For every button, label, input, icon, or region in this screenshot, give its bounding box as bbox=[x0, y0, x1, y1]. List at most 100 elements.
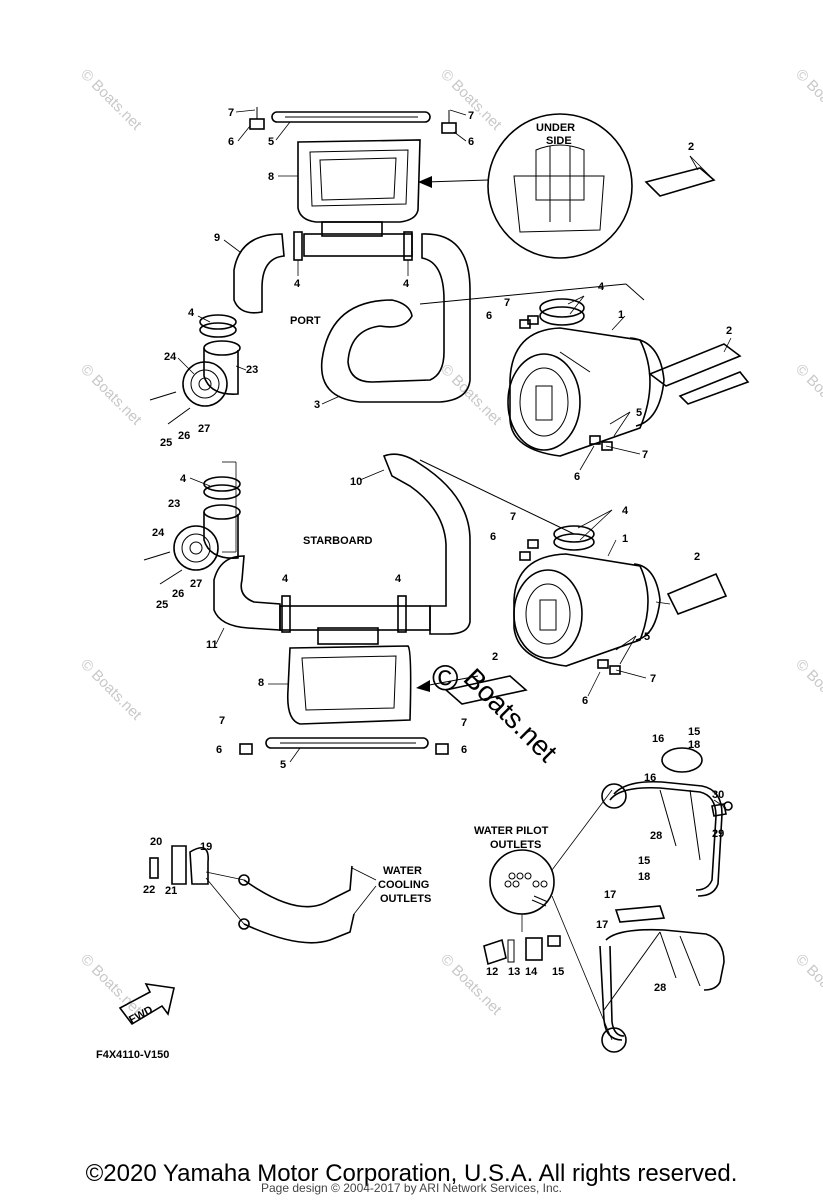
callout: 22 bbox=[143, 884, 155, 896]
air-box-stbd bbox=[279, 605, 431, 725]
callout: 7 bbox=[228, 107, 234, 119]
callout: 28 bbox=[650, 830, 662, 842]
clamps-airbox-stbd bbox=[281, 595, 407, 633]
callout: 5 bbox=[268, 136, 274, 148]
callout: 7 bbox=[468, 110, 474, 122]
callout: 7 bbox=[510, 511, 516, 523]
water-cooling-hoses bbox=[149, 845, 377, 944]
callout: 7 bbox=[642, 449, 648, 461]
callout: 7 bbox=[461, 717, 467, 729]
watermark: © Boats.net bbox=[792, 361, 823, 429]
air-filter-stbd bbox=[419, 459, 728, 675]
callout: 6 bbox=[461, 744, 467, 756]
callout: 5 bbox=[636, 407, 642, 419]
callout: 10 bbox=[350, 476, 362, 488]
callout: 27 bbox=[198, 423, 210, 435]
callout: 6 bbox=[228, 136, 234, 148]
hose-10-leader bbox=[419, 459, 575, 535]
callout: 14 bbox=[525, 966, 538, 978]
elbow-filter-stbd bbox=[143, 504, 241, 585]
water-pilot-label: WATER PILOT bbox=[474, 825, 549, 837]
callout: 20 bbox=[150, 836, 162, 848]
callout: 2 bbox=[688, 141, 694, 153]
callout: 2 bbox=[694, 551, 700, 563]
callout: 5 bbox=[280, 759, 286, 771]
callout: 11 bbox=[206, 639, 218, 651]
callout: 27 bbox=[190, 578, 202, 590]
diagram-code: F4X4110-V150 bbox=[96, 1049, 169, 1061]
hose-3 bbox=[320, 233, 471, 403]
under-side-label: SIDE bbox=[546, 135, 572, 147]
callout: 6 bbox=[486, 310, 492, 322]
watermark: © Boats.net bbox=[77, 656, 145, 724]
under-side-label: UNDER bbox=[536, 122, 575, 134]
callout: 4 bbox=[403, 278, 410, 290]
callout: 7 bbox=[219, 715, 225, 727]
pad-stbd bbox=[444, 675, 528, 705]
callout: 18 bbox=[688, 739, 700, 751]
under-side-detail bbox=[487, 113, 716, 259]
boats-net-overlay: © Boats.net bbox=[432, 657, 563, 768]
callout: 2 bbox=[492, 651, 498, 663]
watermark-layer: © Boats.net © Boats.net © Boats.net © Bo… bbox=[77, 66, 823, 1019]
callout: 1 bbox=[618, 309, 624, 321]
callout: 16 bbox=[644, 772, 656, 784]
callout: 15 bbox=[638, 855, 650, 867]
pads-port bbox=[648, 337, 750, 405]
callout: 4 bbox=[180, 473, 187, 485]
callout: 4 bbox=[622, 505, 629, 517]
arrow-pad bbox=[423, 675, 479, 687]
hose-9 bbox=[233, 233, 285, 314]
callout: 16 bbox=[652, 733, 664, 745]
callout: 2 bbox=[726, 325, 732, 337]
watermark: © Boats.net bbox=[437, 361, 505, 429]
arrow-head bbox=[416, 680, 430, 692]
callout: 24 bbox=[152, 527, 165, 539]
water-cooling-label: WATER bbox=[383, 865, 422, 877]
watermark: © Boats.net bbox=[77, 361, 145, 429]
overlay-watermark-text: Boats.net bbox=[458, 662, 564, 768]
fittings-12-15 bbox=[483, 935, 561, 966]
callout: 24 bbox=[164, 351, 177, 363]
air-filter-port bbox=[507, 298, 665, 457]
copyright-notice: ©2020 Yamaha Motor Corporation, U.S.A. A… bbox=[85, 1160, 738, 1187]
callout: 25 bbox=[160, 437, 172, 449]
water-pilot-outlets-detail bbox=[489, 789, 613, 1041]
watermark: © Boats.net bbox=[77, 66, 145, 134]
frame-assembly bbox=[599, 747, 733, 1053]
overlay-watermark-symbol: © bbox=[432, 657, 459, 698]
elbow-filter-port bbox=[149, 340, 241, 425]
callout: 28 bbox=[654, 982, 666, 994]
callout: 17 bbox=[596, 919, 608, 931]
hose-3-leader bbox=[419, 283, 627, 305]
callout: 8 bbox=[268, 171, 274, 183]
callout: 7 bbox=[650, 673, 656, 685]
callout: 21 bbox=[165, 885, 177, 897]
callout: 4 bbox=[282, 573, 289, 585]
water-cooling-label: COOLING bbox=[378, 879, 429, 891]
water-pilot-label: OUTLETS bbox=[490, 839, 541, 851]
fasteners-filter-port bbox=[519, 315, 613, 451]
page-credit: Page design © 2004-2017 by ARI Network S… bbox=[260, 1181, 562, 1195]
callout: 4 bbox=[294, 278, 301, 290]
starboard-label: STARBOARD bbox=[303, 535, 373, 547]
watermark: © Boats.net bbox=[792, 656, 823, 724]
callout: 6 bbox=[574, 471, 580, 483]
watermark: © Boats.net bbox=[792, 66, 823, 134]
watermark: © Boats.net bbox=[792, 951, 823, 1019]
callout: 6 bbox=[468, 136, 474, 148]
callout: 12 bbox=[486, 966, 498, 978]
strap-bottom bbox=[239, 737, 449, 755]
air-box-port bbox=[297, 139, 421, 257]
callout: 25 bbox=[156, 599, 168, 611]
callout: 18 bbox=[638, 871, 650, 883]
watermark: © Boats.net bbox=[77, 951, 145, 1019]
callout: 19 bbox=[200, 841, 212, 853]
arrow-under-side bbox=[425, 179, 489, 183]
hose-3-leader bbox=[625, 283, 645, 301]
callout: 1 bbox=[622, 533, 628, 545]
callout: 4 bbox=[188, 307, 195, 319]
callout: 7 bbox=[504, 297, 510, 309]
fwd-arrow-icon bbox=[118, 982, 175, 1026]
